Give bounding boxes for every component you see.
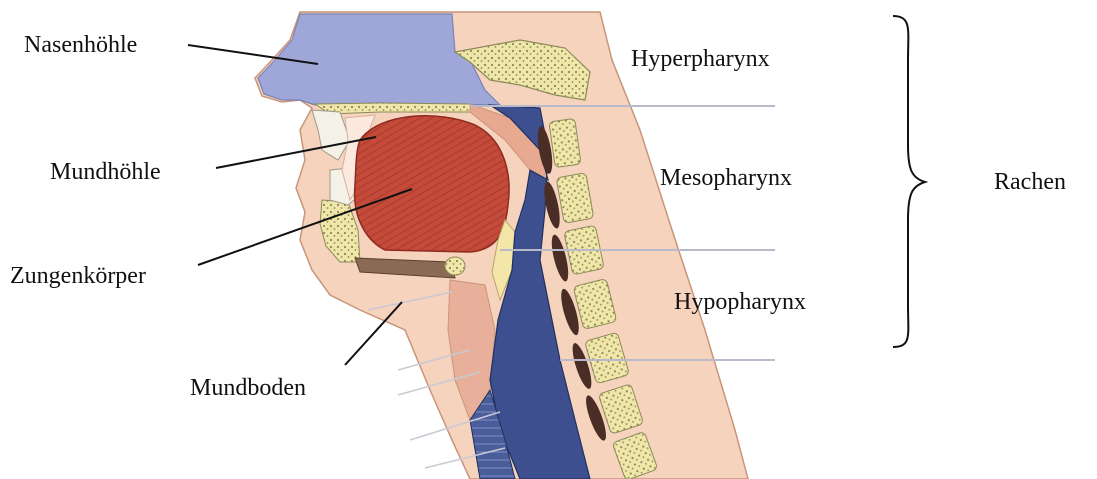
label-mundhoehle: Mundhöhle xyxy=(50,159,161,185)
tongue-body xyxy=(355,116,509,252)
label-zungenkoerper: Zungenkörper xyxy=(10,263,146,289)
hyoid-bone xyxy=(445,257,465,275)
label-rachen: Rachen xyxy=(994,169,1066,195)
rachen-brace xyxy=(893,16,925,347)
label-nasenhoehle: Nasenhöhle xyxy=(24,32,137,58)
label-mundboden: Mundboden xyxy=(190,375,306,401)
label-hyperpharynx: Hyperpharynx xyxy=(631,46,770,72)
label-hypopharynx: Hypopharynx xyxy=(674,289,806,315)
label-mesopharynx: Mesopharynx xyxy=(660,165,792,191)
